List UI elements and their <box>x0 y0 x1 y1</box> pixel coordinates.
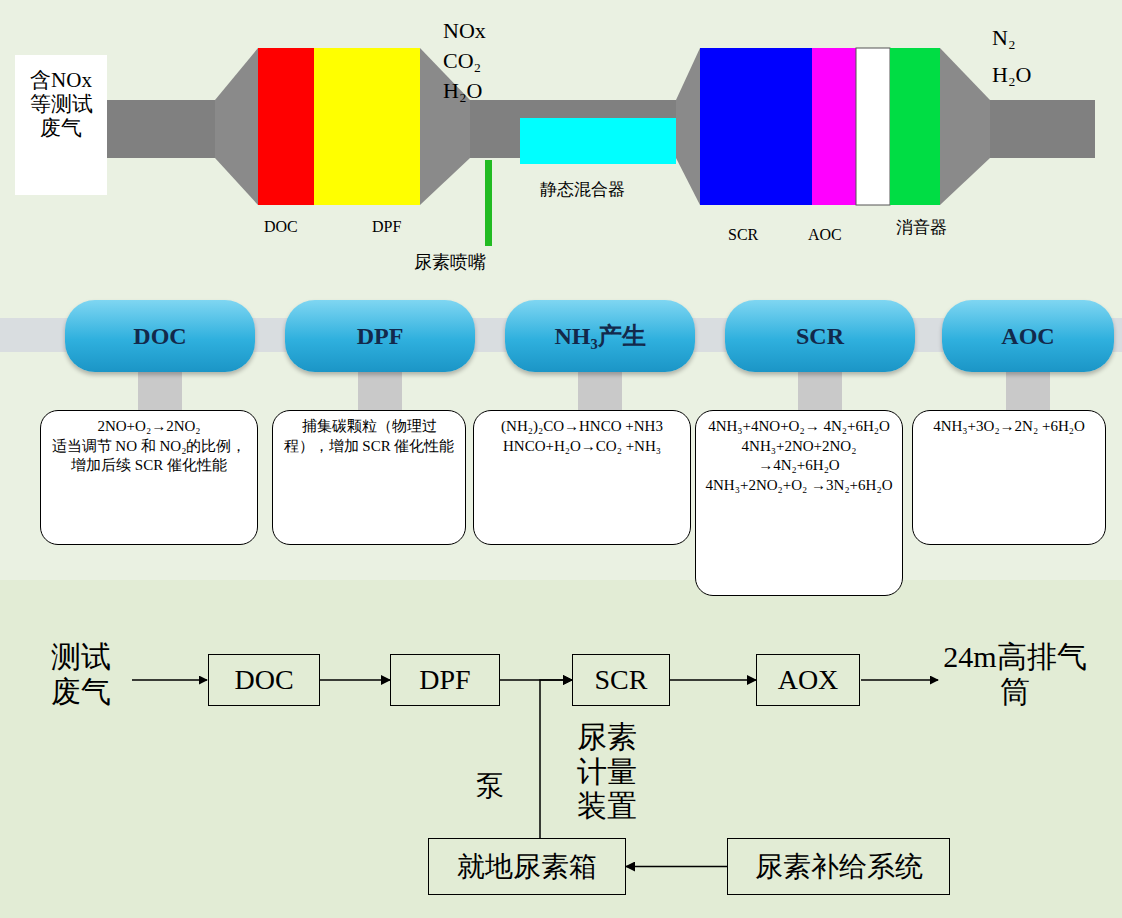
reaction-text: (NH₂)₂CO→HNCO +NH3 <box>482 417 682 437</box>
top-panel <box>0 0 1122 580</box>
box-label: NH₃产生 <box>554 320 645 352</box>
reaction-box: 4NH₃+4NO+O₂→ 4N₂+6H₂O4NH₃+2NO+2NO₂ →4N₂+… <box>695 410 903 596</box>
process-box: 尿素补给系统 <box>727 838 950 895</box>
outlet-arrow <box>861 679 938 681</box>
outlet-label: 24m高排气筒 <box>940 640 1090 709</box>
reaction-text: 4NH₃+3O₂→2N₂ +6H₂O <box>921 417 1097 437</box>
part-name: DOC <box>264 218 298 236</box>
pedestal-connector <box>798 372 842 410</box>
part-name: 尿素喷嘴 <box>414 252 486 273</box>
stage-pill: SCR <box>725 300 915 372</box>
reaction-box: (NH₂)₂CO→HNCO +NH3HNCO+H₂O→CO₂ +NH₃ <box>473 410 691 545</box>
part-name: AOC <box>808 226 842 244</box>
reaction-text: HNCO+H₂O→CO₂ +NH₃ <box>482 437 682 457</box>
inlet-label: 测试废气 <box>46 640 116 709</box>
flow-arrow <box>320 679 390 681</box>
box-label: AOC <box>1001 323 1054 350</box>
box-label: 就地尿素箱 <box>457 848 597 886</box>
box-label: DPF <box>419 664 470 696</box>
static-mixer <box>520 118 676 164</box>
doc-block <box>258 48 314 205</box>
stage-pill: AOC <box>942 300 1114 372</box>
device-label: 尿素计量装置 <box>574 720 640 824</box>
box-label: DOC <box>234 664 293 696</box>
flow-arrow <box>626 866 727 868</box>
gas-label: NOx <box>443 18 486 43</box>
reaction-box: 2NO+O₂→2NO₂适当调节 NO 和 NO₂的比例，增加后续 SCR 催化性… <box>40 410 258 545</box>
reaction-box: 4NH₃+3O₂→2N₂ +6H₂O <box>912 410 1106 545</box>
box-label: DPF <box>357 323 404 350</box>
stage-pill: NH₃产生 <box>505 300 695 372</box>
box-label: DOC <box>133 323 186 350</box>
dpf-block <box>314 48 420 205</box>
process-box: DOC <box>208 654 320 706</box>
stage-pill: DPF <box>285 300 475 372</box>
pedestal-connector <box>358 372 402 410</box>
reaction-text: 4NH₃+2NO+2NO₂ →4N₂+6H₂O <box>704 437 894 476</box>
muffler-block <box>890 48 940 205</box>
gas-label: H₂O <box>443 78 482 103</box>
flow-arrow <box>670 679 756 681</box>
process-box: AOX <box>756 654 860 706</box>
aoc-block <box>812 48 856 205</box>
part-name: SCR <box>728 226 758 244</box>
inlet-cone <box>215 48 258 205</box>
reaction-box: 捕集碳颗粒（物理过程），增加 SCR 催化性能 <box>272 410 466 545</box>
box-label: SCR <box>796 323 844 350</box>
gap-block <box>856 48 890 205</box>
reaction-text: 捕集碳颗粒（物理过程），增加 SCR 催化性能 <box>281 417 457 456</box>
pump-label: 泵 <box>476 770 504 802</box>
reaction-text: 2NO+O₂→2NO₂ <box>49 417 249 437</box>
pedestal-connector <box>578 372 622 410</box>
bottom-panel <box>0 580 1122 918</box>
part-name: 静态混合器 <box>540 180 625 200</box>
box-label: SCR <box>595 664 648 696</box>
process-box: SCR <box>572 654 670 706</box>
pedestal-connector <box>138 372 182 410</box>
flow-arrow <box>540 680 572 838</box>
reaction-text: 4NH₃+2NO₂+O₂ →3N₂+6H₂O <box>704 476 894 496</box>
inlet-arrow <box>132 679 207 681</box>
scr-block <box>700 48 812 205</box>
box-label: AOX <box>778 664 839 696</box>
inlet-label: 含NOx等测试废气 <box>21 68 101 140</box>
process-box: DPF <box>390 654 500 706</box>
part-name: DPF <box>372 218 401 236</box>
box-label: 尿素补给系统 <box>755 848 923 886</box>
gas-label: H₂O <box>992 62 1031 87</box>
reaction-text: 适当调节 NO 和 NO₂的比例，增加后续 SCR 催化性能 <box>49 437 249 476</box>
gas-label: CO₂ <box>443 48 481 73</box>
gas-label: N₂ <box>992 25 1016 50</box>
urea-nozzle <box>485 160 492 246</box>
pedestal-connector <box>1006 372 1050 410</box>
outlet-cone <box>940 48 990 205</box>
process-box: 就地尿素箱 <box>428 838 626 895</box>
part-name: 消音器 <box>896 218 947 238</box>
inlet-label-ground <box>15 55 107 195</box>
inlet-cone <box>676 48 700 205</box>
stage-pill: DOC <box>65 300 255 372</box>
reaction-text: 4NH₃+4NO+O₂→ 4N₂+6H₂O <box>704 417 894 437</box>
